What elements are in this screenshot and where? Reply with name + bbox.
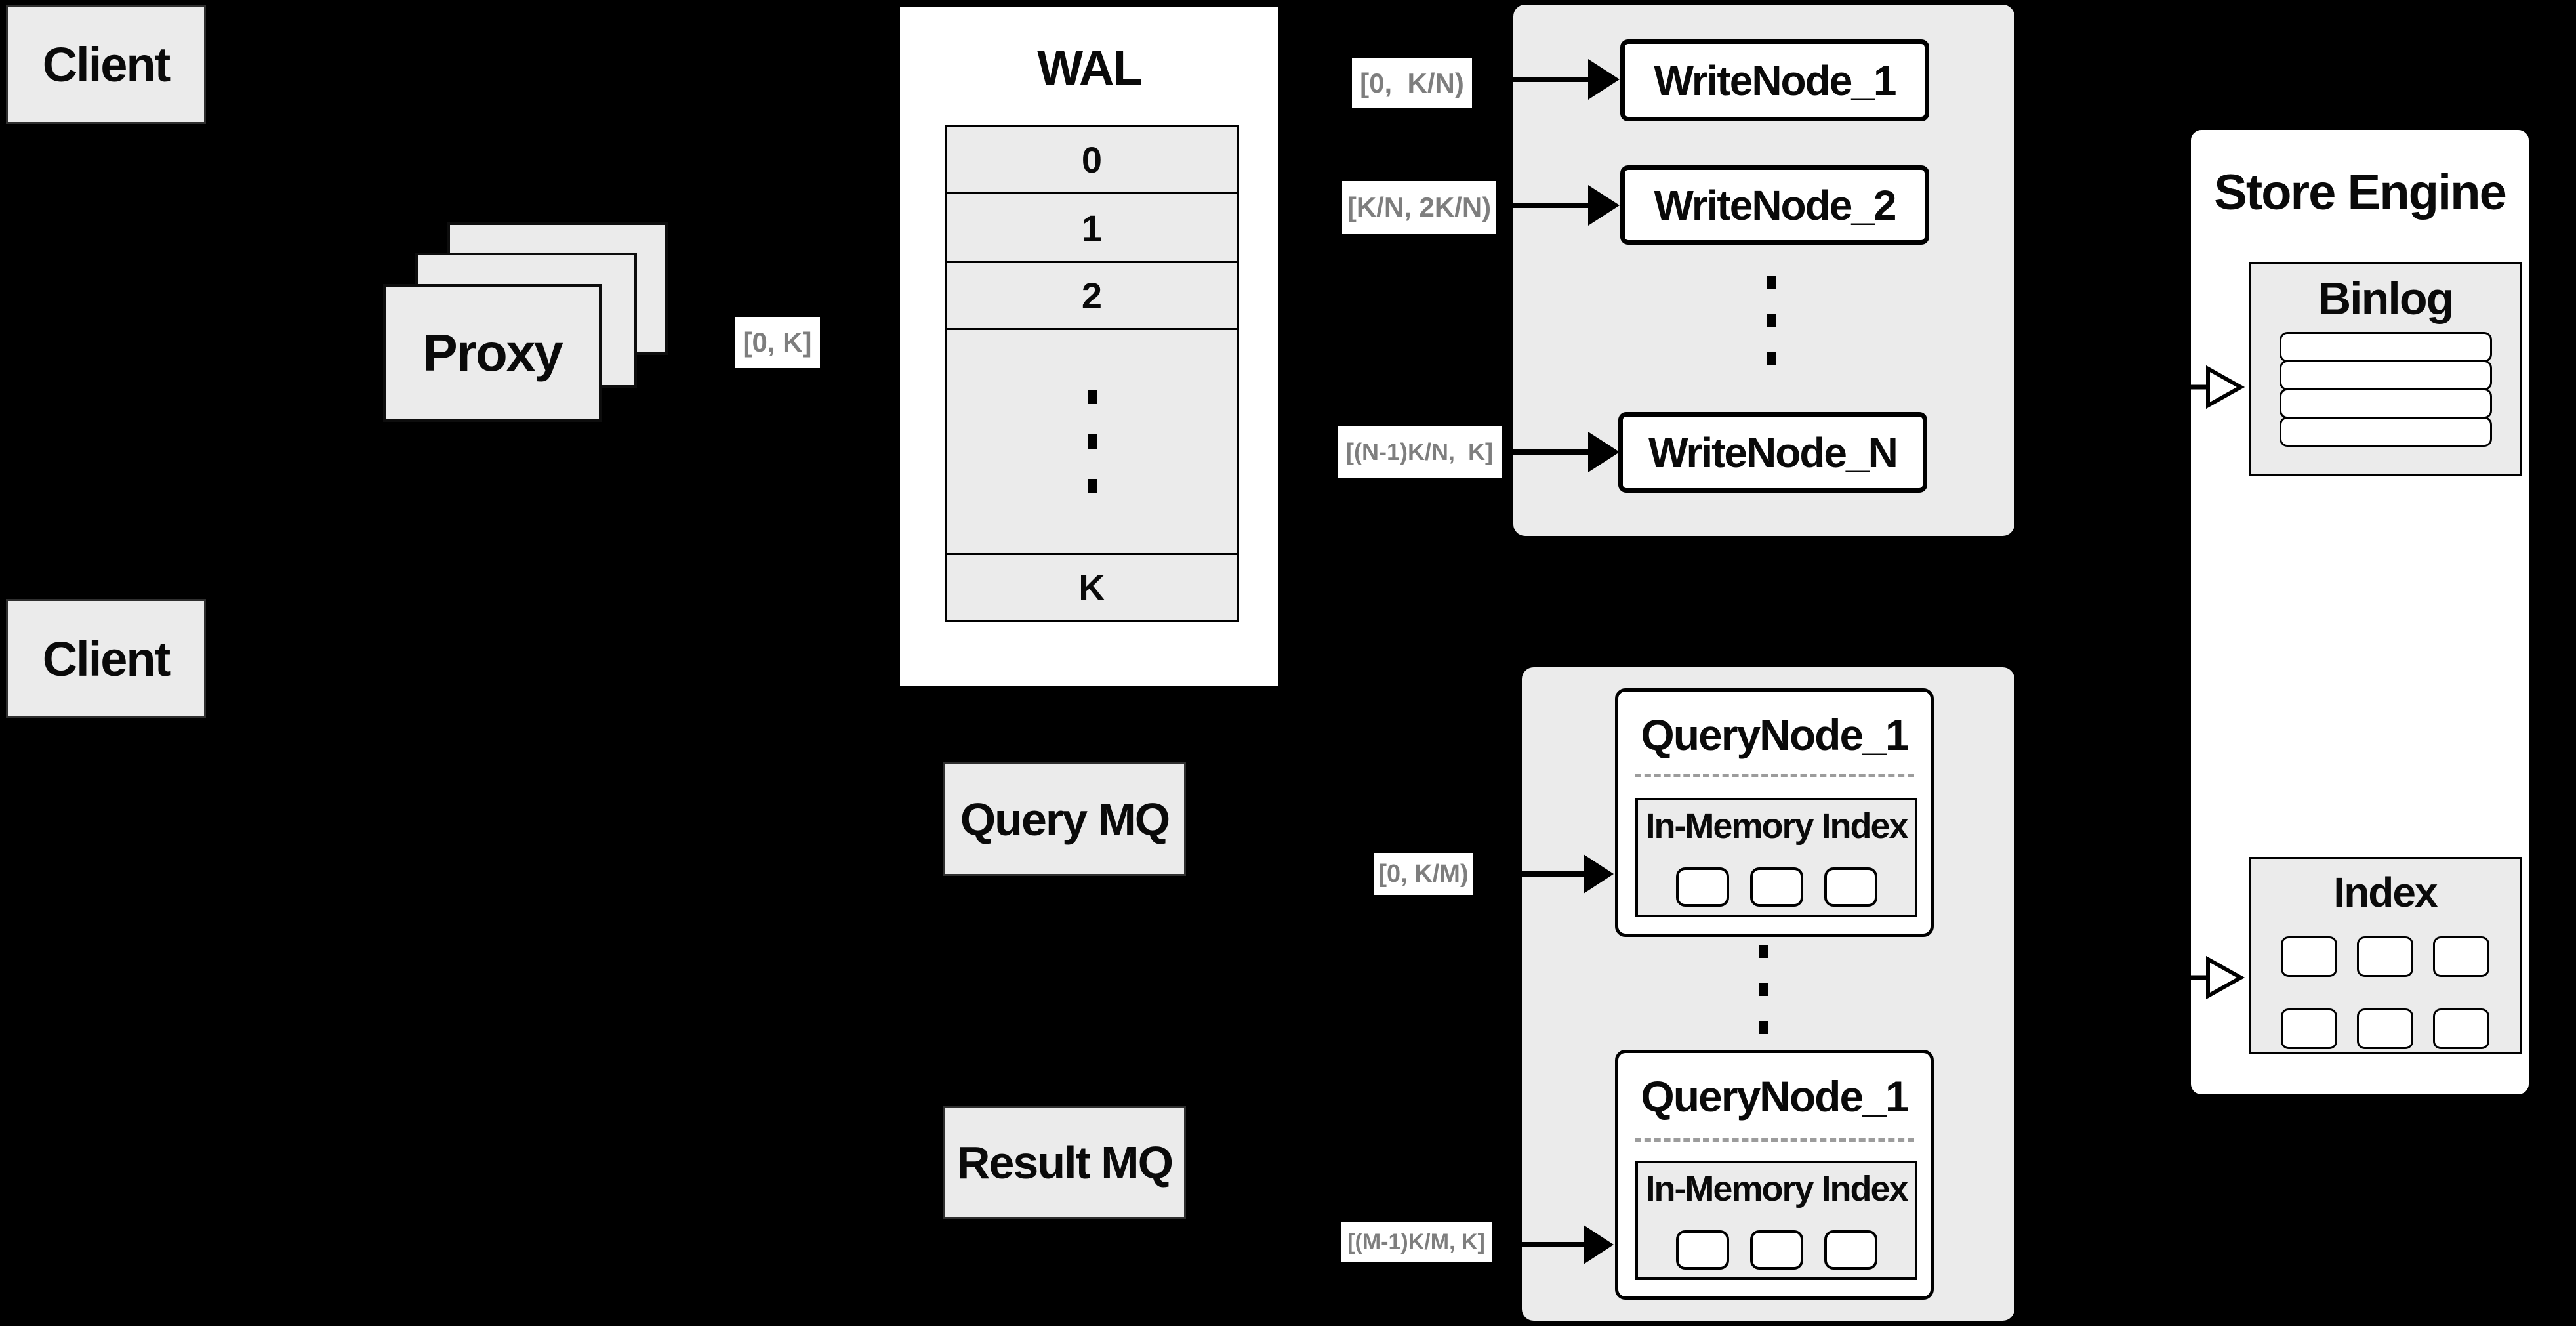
binlog-row bbox=[2279, 360, 2492, 390]
arrow-to-querynode-1 bbox=[1522, 854, 1614, 894]
segment-cell bbox=[1675, 867, 1729, 907]
proxy-label: Proxy bbox=[422, 323, 563, 382]
index-cell bbox=[2281, 1008, 2337, 1049]
edge-label-to-writenode-1: [0, K/N) bbox=[1352, 58, 1472, 108]
edge-label-to-writenode-2: [K/N, 2K/N) bbox=[1342, 181, 1496, 234]
binlog-row bbox=[2279, 332, 2492, 362]
wal-panel: WAL 0 1 2 K bbox=[898, 5, 1280, 688]
client-bottom-box: Client bbox=[6, 599, 206, 718]
in-memory-index-box: In-Memory Index bbox=[1635, 1161, 1917, 1280]
index-box: Index bbox=[2249, 857, 2522, 1054]
edge-label-to-writenode-n: [(N-1)K/N, K] bbox=[1338, 426, 1502, 478]
proxy-box: Proxy bbox=[383, 284, 602, 422]
index-segment-cells bbox=[1638, 867, 1915, 907]
store-engine-title: Store Engine bbox=[2214, 165, 2507, 220]
index-cells bbox=[2251, 936, 2520, 1049]
querynode-m-title: QueryNode_1 bbox=[1641, 1072, 1909, 1121]
binlog-row bbox=[2279, 417, 2492, 447]
binlog-rows bbox=[2251, 332, 2520, 447]
in-memory-index-box: In-Memory Index bbox=[1635, 798, 1917, 917]
vertical-ellipsis-icon bbox=[1767, 276, 1776, 365]
vertical-ellipsis-icon bbox=[1087, 390, 1097, 493]
edge-label-proxy-to-wal: [0, K] bbox=[735, 317, 820, 368]
writenode-2-box: WriteNode_2 bbox=[1620, 165, 1929, 245]
segment-cell bbox=[1749, 867, 1803, 907]
client-bottom-label: Client bbox=[42, 631, 171, 686]
segment-cell bbox=[1824, 1230, 1877, 1270]
store-engine-box: Store Engine Binlog Index bbox=[2191, 130, 2529, 1094]
vertical-ellipsis-icon bbox=[1759, 945, 1768, 1034]
binlog-title: Binlog bbox=[2318, 273, 2455, 324]
client-top-label: Client bbox=[42, 37, 171, 92]
index-title: Index bbox=[2333, 869, 2438, 916]
edge-label-to-querynode-1: [0, K/M) bbox=[1374, 853, 1473, 895]
writenode-n-box: WriteNode_N bbox=[1618, 412, 1927, 493]
index-cell bbox=[2433, 1008, 2489, 1049]
segment-cell bbox=[1749, 1230, 1803, 1270]
wal-segment-row: 2 bbox=[945, 261, 1239, 330]
arrow-to-writenode-n bbox=[1513, 432, 1620, 472]
dashed-divider bbox=[1635, 774, 1914, 777]
wal-segment-row: 0 bbox=[945, 125, 1239, 194]
wal-title: WAL bbox=[1037, 41, 1142, 95]
client-top-box: Client bbox=[6, 5, 206, 124]
segment-cell bbox=[1675, 1230, 1729, 1270]
wal-segment-row-last: K bbox=[945, 553, 1239, 622]
binlog-box: Binlog bbox=[2249, 262, 2522, 476]
dashed-divider bbox=[1635, 1138, 1914, 1142]
open-arrow-to-binlog bbox=[2124, 365, 2245, 409]
binlog-row bbox=[2279, 388, 2492, 419]
arrow-to-writenode-2 bbox=[1513, 185, 1620, 226]
index-cell bbox=[2357, 1008, 2413, 1049]
wal-segment-table: 0 1 2 K bbox=[945, 125, 1239, 622]
index-cell bbox=[2281, 936, 2337, 977]
edge-label-to-querynode-m: [(M-1)K/M, K] bbox=[1341, 1222, 1492, 1262]
index-cell bbox=[2433, 936, 2489, 977]
writenode-1-box: WriteNode_1 bbox=[1620, 39, 1929, 121]
index-segment-cells bbox=[1638, 1230, 1915, 1270]
query-mq-box: Query MQ bbox=[943, 762, 1186, 876]
index-cell bbox=[2357, 936, 2413, 977]
wal-ellipsis-row bbox=[945, 328, 1239, 555]
querynode-1-box: QueryNode_1 In-Memory Index bbox=[1615, 688, 1934, 937]
arrow-to-writenode-1 bbox=[1513, 59, 1620, 100]
result-mq-box: Result MQ bbox=[943, 1106, 1186, 1219]
segment-cell bbox=[1824, 867, 1877, 907]
wal-segment-row: 1 bbox=[945, 192, 1239, 263]
querynode-1-title: QueryNode_1 bbox=[1641, 711, 1909, 759]
querynode-m-box: QueryNode_1 In-Memory Index bbox=[1615, 1050, 1934, 1300]
open-arrow-to-index bbox=[2124, 955, 2245, 1000]
arrow-to-querynode-m bbox=[1522, 1225, 1614, 1264]
